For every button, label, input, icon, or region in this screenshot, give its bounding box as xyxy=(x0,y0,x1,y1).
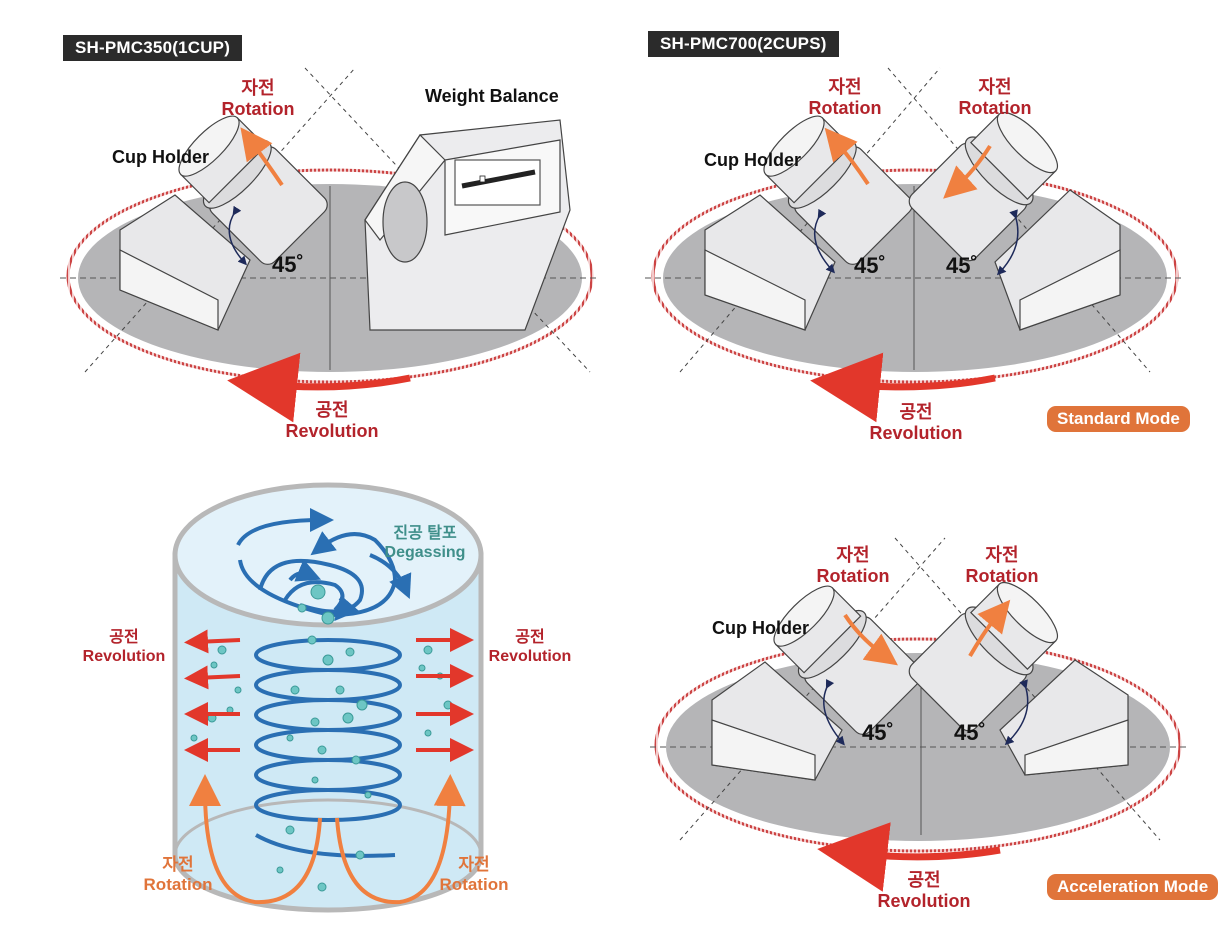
cup-holder-acc-left xyxy=(711,585,923,781)
rotation-ko: 자전 xyxy=(978,77,1012,97)
angle-label-acc-left: 45˚ xyxy=(862,720,894,745)
rotation-ko: 자전 xyxy=(828,77,862,97)
rotation-label-acc-right: 자전 Rotation xyxy=(966,545,1039,587)
degassing-en: Degassing xyxy=(384,544,466,561)
revolution-ko: 공전 xyxy=(515,629,545,646)
rotation-en: Rotation xyxy=(958,98,1032,118)
acceleration-mode-badge: Acceleration Mode xyxy=(1047,874,1219,900)
revolution-en: Revolution xyxy=(285,421,379,441)
revolution-ko: 공전 xyxy=(907,870,941,890)
revolution-label-left: 공전 Revolution xyxy=(83,628,166,666)
rotation-en: Rotation xyxy=(816,566,890,586)
cup-holder-label-std: Cup Holder xyxy=(704,150,801,170)
rotation-ko: 자전 xyxy=(241,78,275,98)
degassing-cylinder xyxy=(172,482,484,913)
rotation-label-std-right: 자전 Rotation xyxy=(959,77,1032,119)
revolution-en: Revolution xyxy=(877,891,971,911)
rotation-label-acc-left: 자전 Rotation xyxy=(817,545,890,587)
angle-label-std-right: 45˚ xyxy=(946,253,978,278)
rotation-label-std-left: 자전 Rotation xyxy=(809,77,882,119)
rotation-ko: 자전 xyxy=(985,545,1019,565)
rotation-label-single: 자전 Rotation xyxy=(222,78,295,120)
rotation-en: Rotation xyxy=(221,99,295,119)
cup-holder-std-left xyxy=(704,115,913,331)
rotation-label-deg-right: 자전 Rotation xyxy=(440,855,509,895)
revolution-label-right: 공전 Revolution xyxy=(489,628,572,666)
revolution-ko: 공전 xyxy=(899,402,933,422)
weight-balance-label: Weight Balance xyxy=(425,86,559,106)
revolution-en: Revolution xyxy=(869,423,963,443)
revolution-en: Revolution xyxy=(488,648,572,665)
cup-holder-acc-right xyxy=(908,582,1129,776)
rotation-ko: 자전 xyxy=(836,545,870,565)
revolution-label-std: 공전 Revolution xyxy=(870,402,963,444)
angle-label-std-left: 45˚ xyxy=(854,253,886,278)
degassing-label: 진공 탈포 Degassing xyxy=(385,524,466,562)
rotation-en: Rotation xyxy=(143,875,213,894)
rotation-ko: 자전 xyxy=(458,855,490,874)
revolution-ko: 공전 xyxy=(109,629,139,646)
revolution-ko: 공전 xyxy=(315,400,349,420)
rotation-ko: 자전 xyxy=(162,855,194,874)
cup-holder-label-acc: Cup Holder xyxy=(712,618,809,638)
revolution-label-single: 공전 Revolution xyxy=(286,400,379,442)
standard-mode-badge: Standard Mode xyxy=(1047,406,1190,432)
revolution-label-acc: 공전 Revolution xyxy=(878,870,971,912)
revolution-en: Revolution xyxy=(82,648,166,665)
rotation-en: Rotation xyxy=(808,98,882,118)
angle-label-single: 45˚ xyxy=(272,252,304,277)
degassing-ko: 진공 탈포 xyxy=(393,525,457,542)
model-tag-single: SH-PMC350(1CUP) xyxy=(63,35,243,61)
angle-label-acc-right: 45˚ xyxy=(954,720,986,745)
weight-balance-box xyxy=(364,119,571,331)
rotation-label-deg-left: 자전 Rotation xyxy=(144,855,213,895)
model-tag-dual: SH-PMC700(2CUPS) xyxy=(648,31,839,57)
cup-holder-label-single: Cup Holder xyxy=(112,147,209,167)
rotation-en: Rotation xyxy=(439,875,509,894)
rotation-en: Rotation xyxy=(965,566,1039,586)
